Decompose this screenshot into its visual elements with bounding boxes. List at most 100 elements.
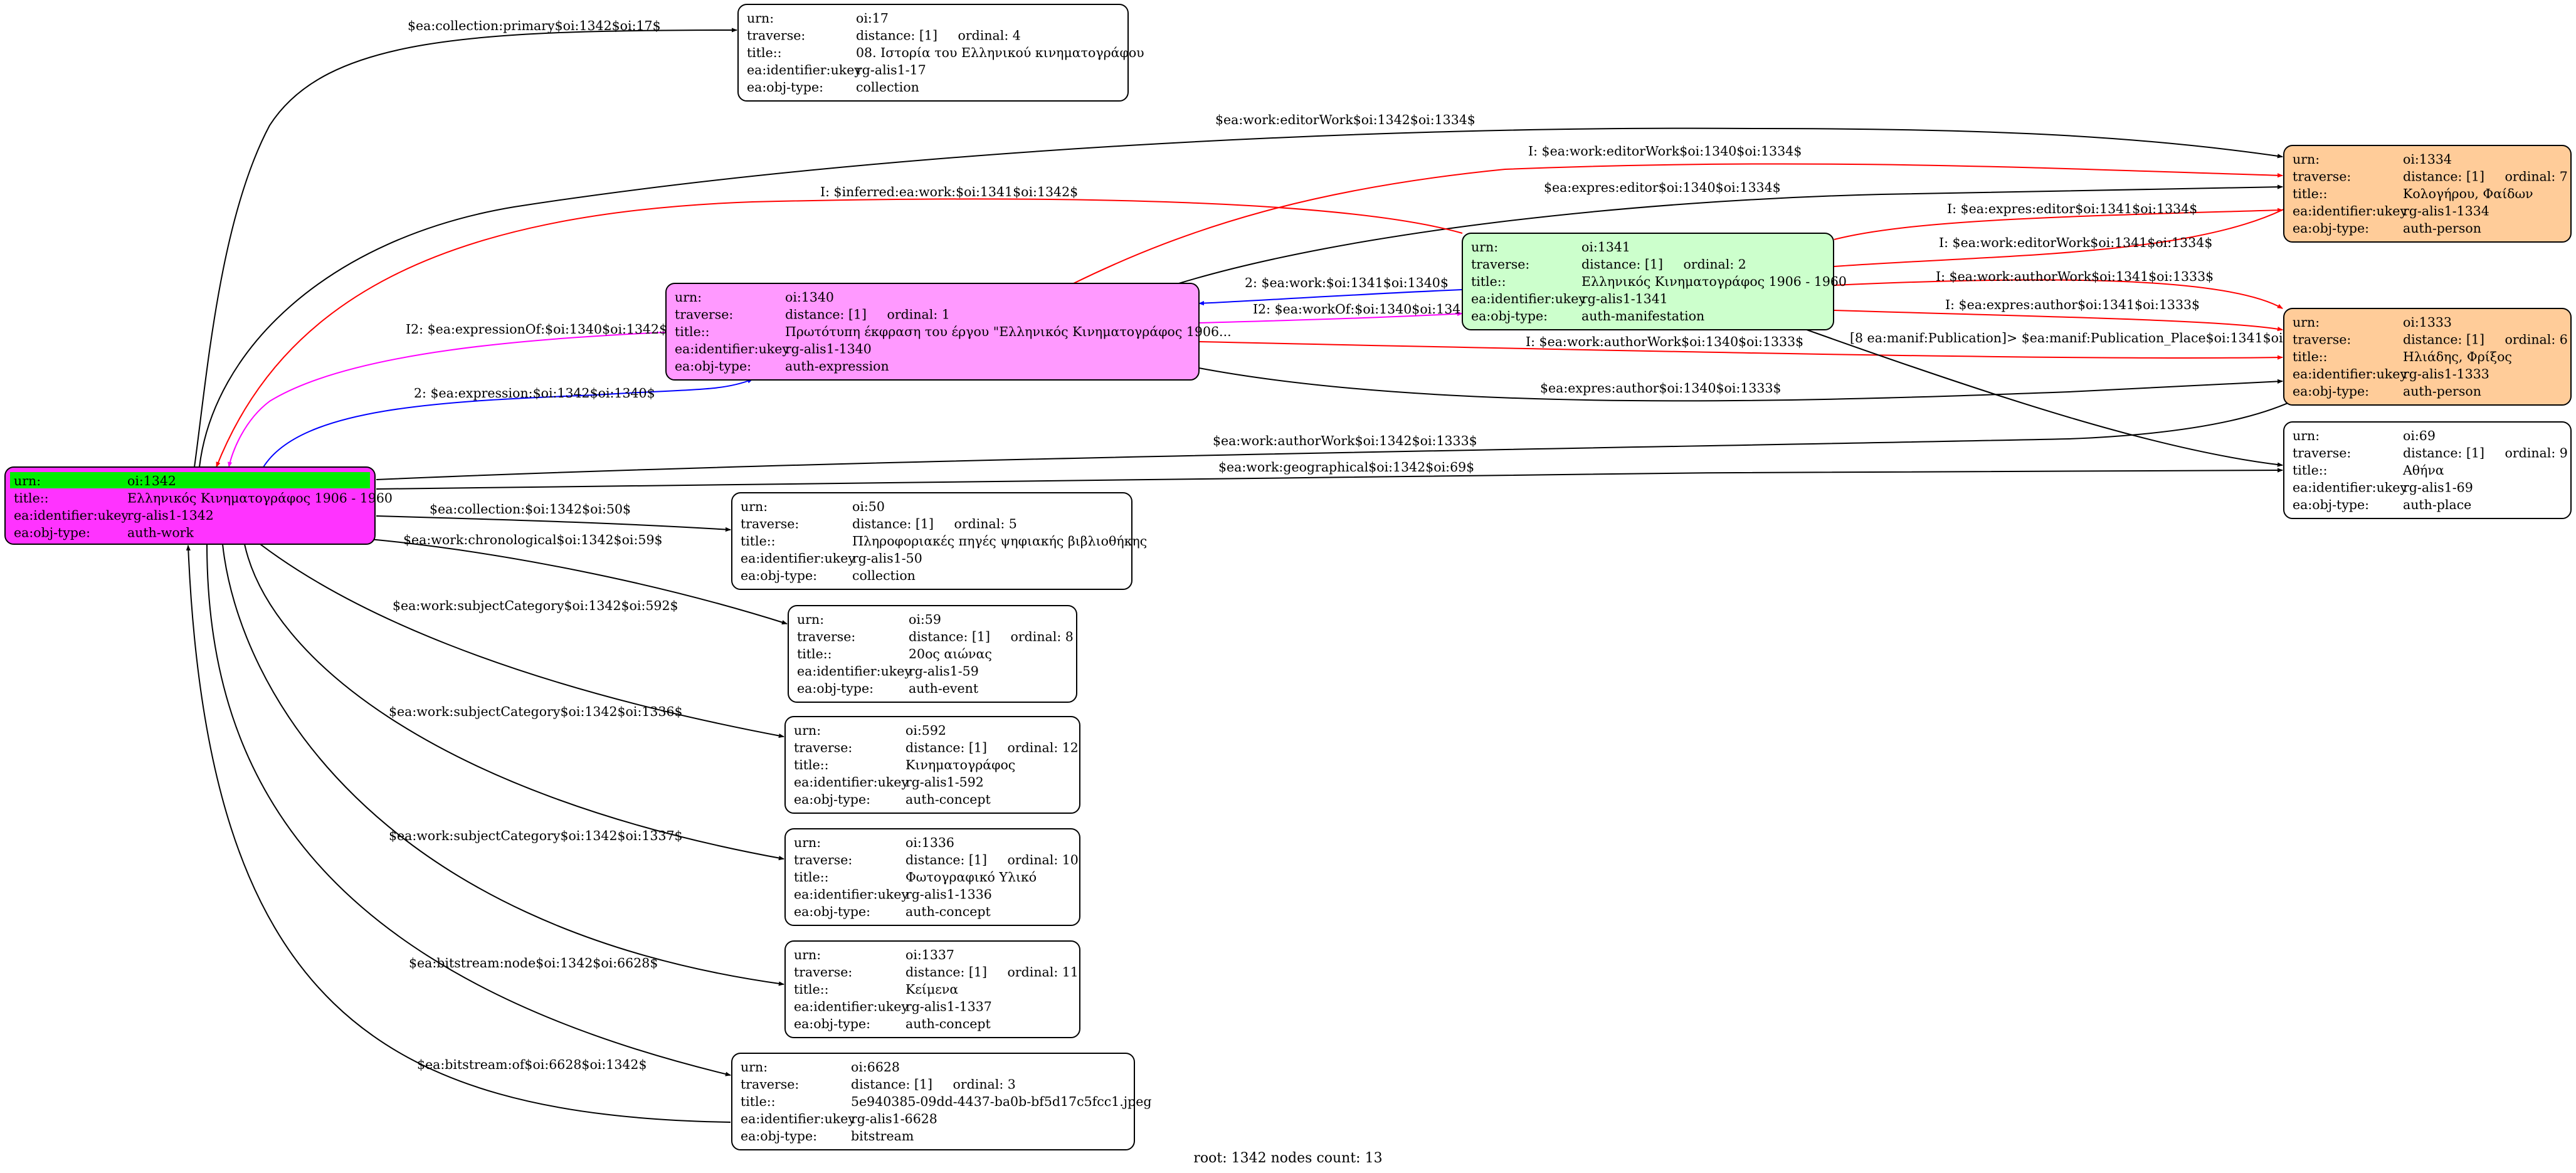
node-field-value: rg-alis1-1333 — [2403, 367, 2489, 382]
node-box — [784, 716, 1080, 814]
edge-geographical: $ea:work:geographical$oi:1342$oi:69$ — [376, 460, 2283, 490]
edge-label: $ea:expres:author$oi:1340$oi:1333$ — [1540, 381, 1782, 396]
node-field-label: traverse: — [794, 740, 852, 755]
node-field-label: ea:identifier:ukey — [797, 664, 912, 679]
edge-label: I: $ea:work:authorWork$oi:1340$oi:1333$ — [1526, 334, 1803, 349]
edge-label: I: $ea:work:authorWork$oi:1341$oi:1333$ — [1936, 269, 2214, 284]
node-field-value: oi:1341 — [1581, 239, 1630, 255]
node-field-label: urn: — [794, 723, 821, 738]
node-field-label: urn: — [14, 473, 41, 488]
node-field-value: Πληροφοριακές πηγές ψηφιακής βιβλιοθήκης — [852, 534, 1147, 549]
node-field-label: urn: — [794, 947, 821, 962]
edge-collection: $ea:collection:$oi:1342$oi:50$ — [376, 502, 731, 532]
edge-label: I: $ea:expres:author$oi:1341$oi:1333$ — [1945, 297, 2200, 312]
node-field-value: oi:592 — [905, 723, 946, 738]
node-box — [731, 492, 1132, 590]
node-field-value: auth-event — [909, 681, 979, 696]
node-field-label: title:: — [14, 491, 49, 506]
node-field-label: ea:identifier:ukey — [794, 999, 909, 1014]
node-field-label: title:: — [741, 1094, 776, 1109]
node-field-value: auth-manifestation — [1581, 308, 1704, 323]
edge-label: $ea:expres:editor$oi:1340$oi:1334$ — [1544, 180, 1781, 195]
node-field-label: ea:obj-type: — [14, 525, 90, 540]
node-field-label: urn: — [1471, 239, 1498, 255]
edge-inferred-editor-work-1341: I: $ea:work:editorWork$oi:1341$oi:1334$ — [1834, 192, 2311, 267]
node-field-value: rg-alis1-1342 — [127, 508, 214, 523]
node-field-label: title:: — [1471, 274, 1506, 289]
edge-label: $ea:work:editorWork$oi:1342$oi:1334$ — [1215, 112, 1475, 127]
node-box — [1462, 233, 1834, 330]
edge-label: I: $inferred:ea:work:$oi:1341$oi:1342$ — [820, 184, 1078, 199]
edge-expression: 2: $ea:expression:$oi:1342$oi:1340$ — [263, 379, 753, 468]
node-field-label: ea:obj-type: — [2293, 384, 2369, 399]
node-field-value: Αθήνα — [2402, 463, 2444, 478]
node-field-value: oi:1334 — [2403, 152, 2452, 167]
node-field-value: distance: [1] ordinal: 10 — [905, 853, 1079, 868]
node-field-value: auth-work — [127, 525, 194, 540]
edge-author-work: $ea:work:authorWork$oi:1342$oi:1333$ — [376, 385, 2321, 480]
node-box — [665, 283, 1200, 381]
edge-label: I2: $ea:expressionOf:$oi:1340$oi:1342$ — [406, 322, 667, 337]
edge-label: I: $ea:work:editorWork$oi:1340$oi:1334$ — [1528, 144, 1802, 159]
node-field-value: rg-alis1-17 — [856, 63, 926, 78]
node-box — [784, 828, 1080, 926]
node-field-value: auth-person — [2403, 384, 2481, 399]
node-field-label: traverse: — [797, 629, 855, 644]
node-field-label: title:: — [794, 870, 829, 885]
node-field-label: urn: — [675, 290, 702, 305]
node-field-label: ea:obj-type: — [1471, 308, 1548, 323]
node-field-label: ea:obj-type: — [797, 681, 874, 696]
edges-layer: $ea:collection:primary$oi:1342$oi:17$ $e… — [186, 18, 2321, 1123]
edge-label: $ea:work:subjectCategory$oi:1342$oi:592$ — [393, 598, 678, 613]
node-field-value: oi:1333 — [2403, 315, 2452, 330]
node-field-label: ea:obj-type: — [794, 1016, 870, 1031]
node-field-label: urn: — [741, 1060, 768, 1075]
node-field-value: distance: [1] ordinal: 8 — [909, 629, 1074, 644]
node-field-value: auth-concept — [905, 904, 991, 919]
node-field-value: oi:1336 — [905, 835, 954, 850]
node-field-value: rg-alis1-6628 — [851, 1112, 937, 1127]
node-field-label: ea:identifier:ukey — [794, 887, 909, 902]
node-field-value: oi:1337 — [905, 947, 954, 962]
node-field-value: rg-alis1-50 — [852, 551, 922, 566]
node-field-value: oi:17 — [856, 11, 889, 26]
edge-label: $ea:collection:$oi:1342$oi:50$ — [430, 502, 631, 517]
node-field-value: auth-person — [2403, 221, 2481, 236]
edge-label: 2: $ea:work:$oi:1341$oi:1340$ — [1245, 275, 1449, 290]
node-box — [737, 4, 1129, 102]
node-field-label: traverse: — [741, 517, 799, 532]
node-field-label: ea:identifier:ukey — [741, 1112, 855, 1127]
node-field-value: collection — [856, 80, 919, 95]
node-field-value: Πρωτότυπη έκφραση του έργου "Ελληνικός Κ… — [785, 324, 1232, 339]
node-field-value: rg-alis1-1334 — [2403, 204, 2489, 219]
node-field-value: distance: [1] ordinal: 1 — [785, 307, 950, 322]
edge-bitstream-of: $ea:bitstream:of$oi:6628$oi:1342$ — [186, 545, 731, 1123]
edge-inferred-expres-editor: I: $ea:expres:editor$oi:1341$oi:1334$ — [1834, 201, 2283, 240]
node-field-value: rg-alis1-1337 — [905, 999, 992, 1014]
node-field-label: urn: — [797, 612, 824, 627]
node-field-value: oi:50 — [852, 499, 885, 514]
node-field-label: urn: — [2293, 428, 2320, 443]
node-field-value: Ελληνικός Κινηματογράφος 1906 - 1960 — [127, 491, 393, 506]
node-field-value: rg-alis1-1340 — [785, 342, 872, 357]
edge-inferred-work: I: $inferred:ea:work:$oi:1341$oi:1342$ — [216, 184, 1463, 468]
node-field-label: ea:identifier:ukey — [2293, 480, 2407, 495]
node-field-value: Κινηματογράφος — [905, 757, 1015, 772]
node-field-value: auth-concept — [905, 792, 991, 807]
node-field-label: ea:identifier:ukey — [747, 63, 862, 78]
node-field-value: Φωτογραφικό Υλικό — [905, 870, 1037, 885]
